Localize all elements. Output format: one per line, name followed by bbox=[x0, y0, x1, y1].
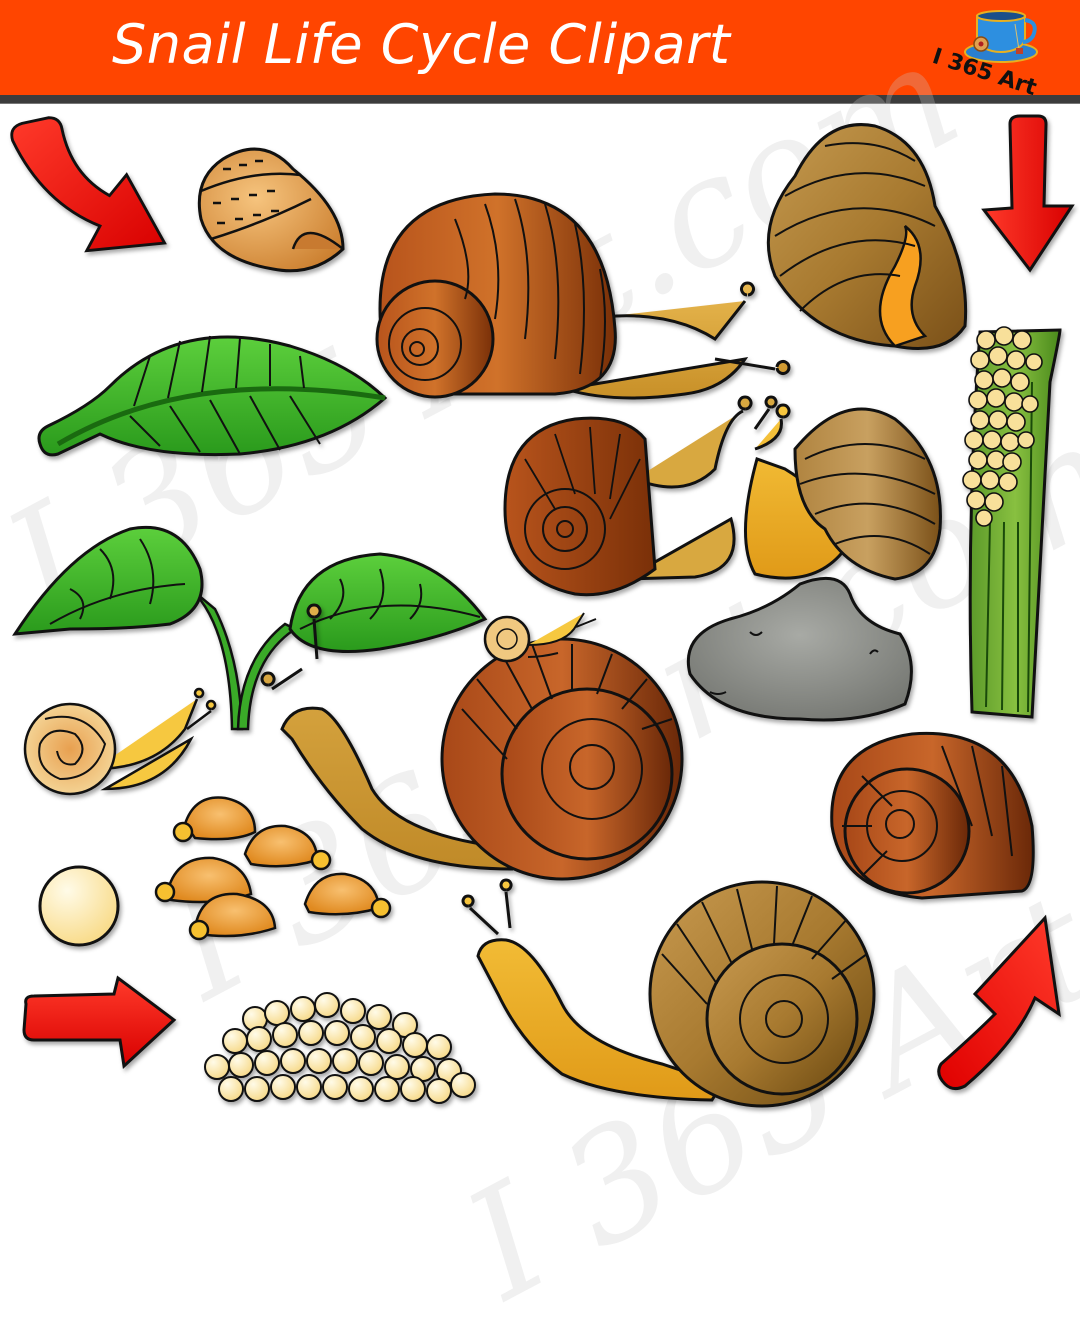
sprout-icon bbox=[12, 525, 488, 731]
seedling-sprout bbox=[10, 489, 490, 734]
snail-icon bbox=[375, 192, 791, 400]
snail-pair-icon bbox=[503, 395, 942, 597]
arrow-down-icon bbox=[981, 114, 1075, 273]
baby-snail bbox=[15, 687, 217, 799]
snail-icon bbox=[461, 878, 876, 1108]
snail-with-baby-on-shell bbox=[260, 603, 697, 881]
page-title: Snail Life Cycle Clipart bbox=[112, 13, 731, 76]
header-divider bbox=[0, 95, 1080, 104]
rock-icon bbox=[686, 576, 913, 722]
arrow-up-right bbox=[935, 914, 1065, 1094]
empty-brown-shell bbox=[822, 726, 1052, 906]
egg-cluster bbox=[195, 989, 480, 1104]
tan-snail bbox=[461, 878, 892, 1108]
large-brown-snail bbox=[365, 189, 795, 419]
small-tan-shell bbox=[193, 139, 353, 279]
leaf-icon bbox=[37, 335, 388, 457]
arrow-down bbox=[980, 114, 1080, 274]
hatchling-shells bbox=[154, 794, 405, 944]
shell-group-icon bbox=[154, 796, 392, 941]
snail-icon bbox=[260, 603, 684, 881]
arrow-down-right bbox=[5, 112, 175, 253]
arrow-right bbox=[18, 974, 178, 1070]
shell-icon bbox=[830, 731, 1035, 900]
shell-icon bbox=[197, 147, 345, 273]
snail-icon bbox=[23, 687, 217, 796]
teacup-icon bbox=[964, 10, 1038, 63]
plant-stem-icon bbox=[962, 326, 1062, 719]
green-leaf bbox=[30, 326, 390, 476]
shell-icon bbox=[766, 123, 968, 350]
egg-icon bbox=[38, 865, 120, 947]
curved-arrow-icon bbox=[10, 116, 167, 253]
egg-cluster-icon bbox=[204, 992, 476, 1104]
header-banner: Snail Life Cycle Clipart I 365 Art bbox=[0, 0, 1080, 101]
brand-logo: I 365 Art bbox=[915, 4, 1075, 101]
single-egg bbox=[37, 864, 122, 949]
egg-covered-stalk bbox=[950, 322, 1070, 722]
curved-arrow-icon bbox=[937, 914, 1061, 1091]
clipart-canvas: I 365 Art.com I 365 Art.com I 365 Art.co… bbox=[0, 9, 1080, 1333]
mating-snails bbox=[495, 395, 955, 599]
gray-rock bbox=[680, 574, 920, 724]
arrow-right-icon bbox=[22, 975, 177, 1070]
striped-tan-shell bbox=[755, 116, 975, 356]
